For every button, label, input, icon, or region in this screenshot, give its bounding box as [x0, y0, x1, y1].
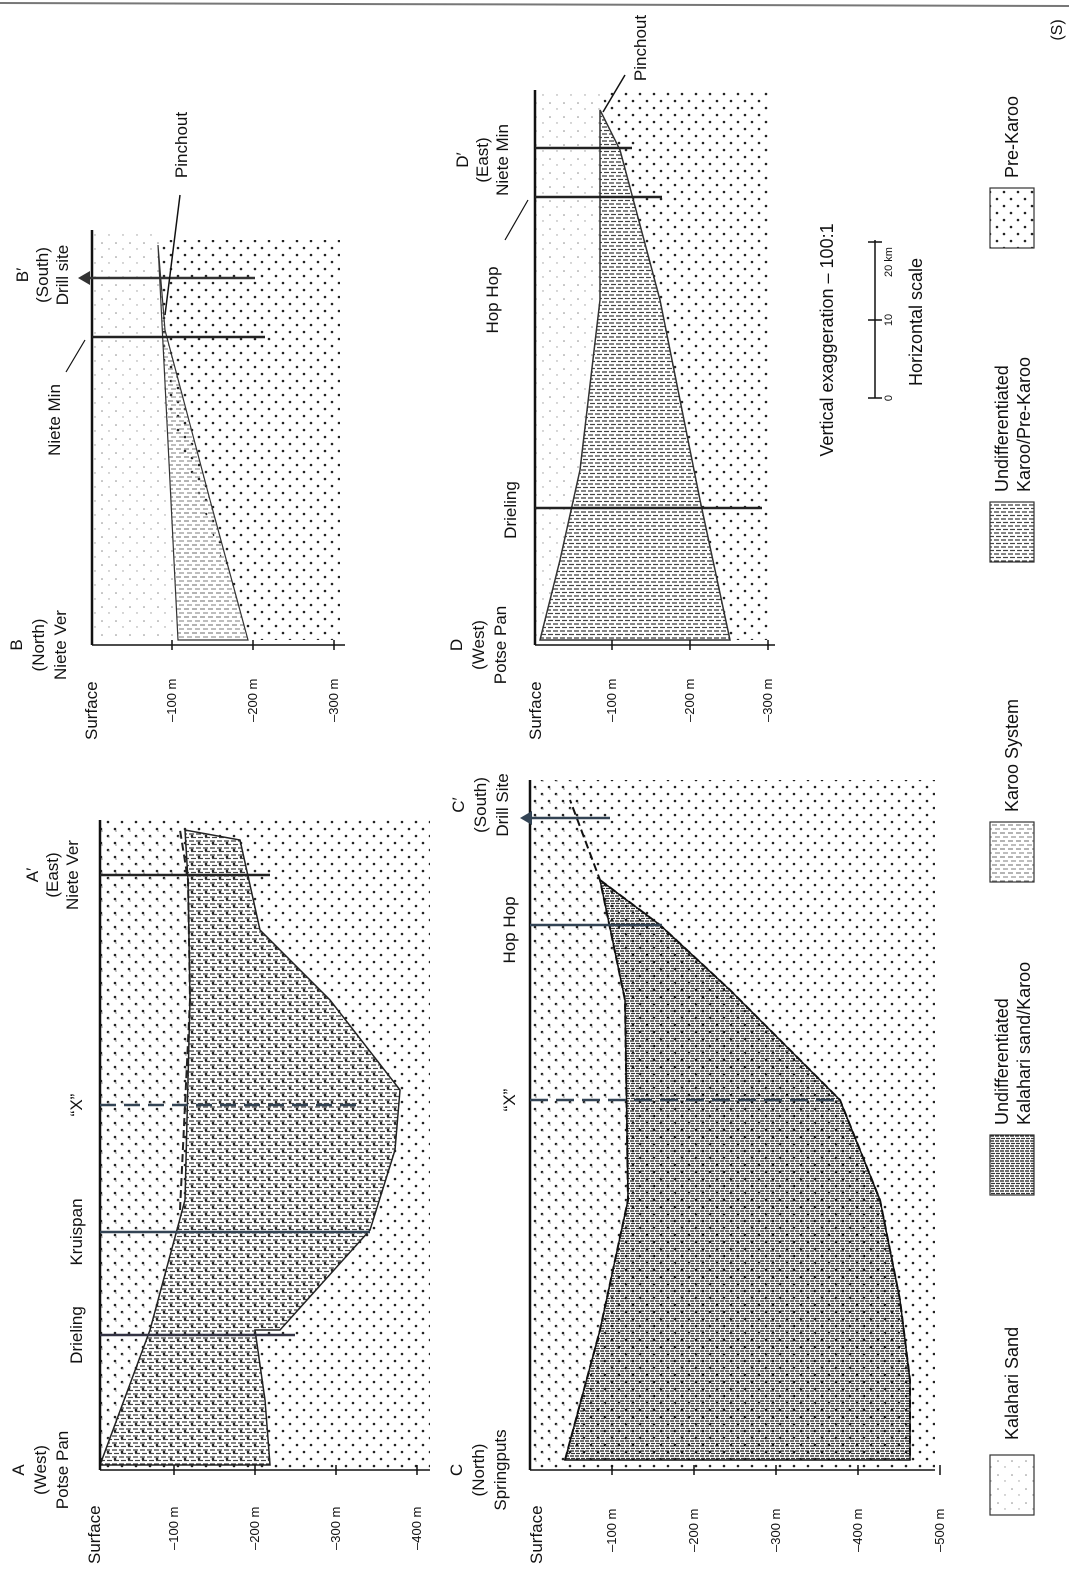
- b-start-letter: B: [7, 639, 26, 650]
- c-start-letter: C: [447, 1464, 466, 1476]
- b-end-site: Drill site: [53, 245, 72, 305]
- d-start-direction: (West): [469, 620, 488, 670]
- c-site-hop-hop: Hop Hop: [500, 896, 519, 963]
- horizontal-scale-title: Horizontal scale: [906, 258, 926, 386]
- d-end-letter: D′: [453, 152, 472, 167]
- c-end-letter: C′: [449, 797, 468, 812]
- d-pinchout-leader: [602, 74, 626, 113]
- a-karoo-wedge: [98, 829, 401, 1466]
- b-depth-surface: Surface: [82, 681, 101, 740]
- b-start-direction: (North): [29, 619, 48, 672]
- d-start-site: Potse Pan: [491, 606, 510, 684]
- legend-swatch-pre-karoo: [989, 187, 1035, 249]
- c-karoo-top-boundary: [564, 799, 630, 1461]
- legend-label-karoo-pre-karoo-2: Karoo/Pre-Karoo: [1014, 357, 1034, 492]
- a-depth-surface: Surface: [85, 1505, 104, 1564]
- c-end-site: Drill Site: [493, 773, 512, 836]
- c-end-direction: (South): [471, 777, 490, 833]
- d-depth-surface: Surface: [526, 681, 545, 740]
- legend-label-kalahari-karoo-1: Undifferentiated: [992, 998, 1012, 1125]
- legend-swatch-karoo-system: [989, 821, 1035, 883]
- section-d-d: D (West) Potse Pan Drieling Hop Hop D′ (…: [447, 15, 775, 740]
- b-depth-100: –100 m: [164, 679, 179, 722]
- legend-label-pre-karoo: Pre-Karoo: [1002, 96, 1022, 178]
- c-depth-100: –100 m: [604, 1509, 619, 1552]
- b-drill-arrow: [78, 271, 90, 285]
- a-end-letter: A′: [23, 868, 42, 883]
- b-site-niete-min: Niete Min: [45, 384, 64, 456]
- a-unit-boundary-line: [179, 829, 192, 1211]
- b-end-letter: B′: [13, 268, 32, 283]
- a-start-site: Potse Pan: [53, 1431, 72, 1509]
- a-depth-400: –400 m: [409, 1507, 424, 1550]
- d-depth-200: –200 m: [682, 679, 697, 722]
- c-kalahari-sand-area: [530, 780, 628, 1470]
- a-end-site: Niete Ver: [63, 840, 82, 910]
- a-kalahari-sand-area: [100, 830, 190, 1470]
- legend-label-kalahari-karoo-2: Kalahari sand/Karoo: [1014, 962, 1034, 1125]
- legend-label-karoo-system: Karoo System: [1002, 699, 1022, 812]
- c-karoo-base-boundary: [599, 879, 911, 1460]
- legend-label-kalahari-sand: Kalahari Sand: [1002, 1327, 1022, 1440]
- a-site-x: “X”: [67, 1093, 86, 1116]
- legend-swatch-karoo-pre-karoo: [989, 501, 1035, 563]
- a-depth-200: –200 m: [247, 1507, 262, 1550]
- d-end-site: Niete Min: [493, 124, 512, 196]
- b-depth-200: –200 m: [245, 679, 260, 722]
- d-hop-hop-leader: [504, 199, 529, 241]
- c-drill-arrow: [520, 811, 532, 825]
- d-depth-100: –100 m: [604, 679, 619, 722]
- section-c-c: C (North) Springputs “X” Hop Hop C′ (Sou…: [447, 773, 947, 1564]
- a-site-kruispan: Kruispan: [67, 1198, 86, 1265]
- scale-tick-label-0: 0: [883, 395, 895, 401]
- c-depth-200: –200 m: [686, 1509, 701, 1552]
- d-kalahari-sand-area: [535, 90, 605, 640]
- d-start-letter: D: [447, 639, 466, 651]
- legend: Kalahari Sand Undifferentiated Kalahari …: [989, 96, 1035, 1516]
- b-niete-min-leader: [65, 339, 86, 373]
- vertical-exaggeration-label: Vertical exaggeration – 100:1: [817, 223, 837, 456]
- a-end-direction: (East): [43, 852, 62, 897]
- scale-tick-label-20: 20 km: [883, 247, 895, 277]
- c-depth-500: –500 m: [932, 1509, 947, 1552]
- page-mark: (S): [1049, 19, 1066, 40]
- b-kalahari-sand-area: [92, 230, 178, 640]
- scale-block: Vertical exaggeration – 100:1 0 10 20 km…: [817, 223, 926, 456]
- section-a-a: A (West) Potse Pan Drieling Kruispan “X”…: [9, 820, 430, 1564]
- section-b-b: B (North) Niete Ver Niete Min B′ (South)…: [7, 112, 345, 740]
- d-end-direction: (East): [473, 137, 492, 182]
- d-pre-karoo-area: [600, 90, 770, 640]
- b-end-direction: (South): [33, 247, 52, 303]
- legend-label-karoo-pre-karoo-1: Undifferentiated: [992, 365, 1012, 492]
- a-start-letter: A: [9, 1464, 28, 1476]
- c-site-x: “X”: [500, 1088, 519, 1111]
- b-karoo-wedge: [157, 244, 249, 641]
- c-start-direction: (North): [469, 1444, 488, 1497]
- scale-tick-label-10: 10: [883, 314, 895, 326]
- b-pre-karoo-area: [160, 240, 340, 640]
- c-depth-surface: Surface: [527, 1505, 546, 1564]
- legend-swatch-kalahari-karoo: [989, 1134, 1035, 1196]
- a-start-direction: (West): [31, 1445, 50, 1495]
- d-depth-300: –300 m: [760, 679, 775, 722]
- d-site-hop-hop: Hop Hop: [483, 266, 502, 333]
- a-depth-100: –100 m: [166, 1507, 181, 1550]
- a-depth-300: –300 m: [328, 1507, 343, 1550]
- b-depth-300: –300 m: [326, 679, 341, 722]
- b-pinchout-label: Pinchout: [172, 112, 191, 178]
- c-depth-400: –400 m: [850, 1509, 865, 1552]
- a-site-drieling: Drieling: [67, 1306, 86, 1364]
- b-start-site: Niete Ver: [51, 610, 70, 680]
- c-start-site: Springputs: [491, 1429, 510, 1510]
- b-pinchout-leader: [164, 194, 181, 316]
- d-pinchout-label: Pinchout: [631, 15, 650, 81]
- d-site-drieling: Drieling: [501, 481, 520, 539]
- c-depth-300: –300 m: [768, 1509, 783, 1552]
- legend-swatch-kalahari-sand: [989, 1454, 1035, 1516]
